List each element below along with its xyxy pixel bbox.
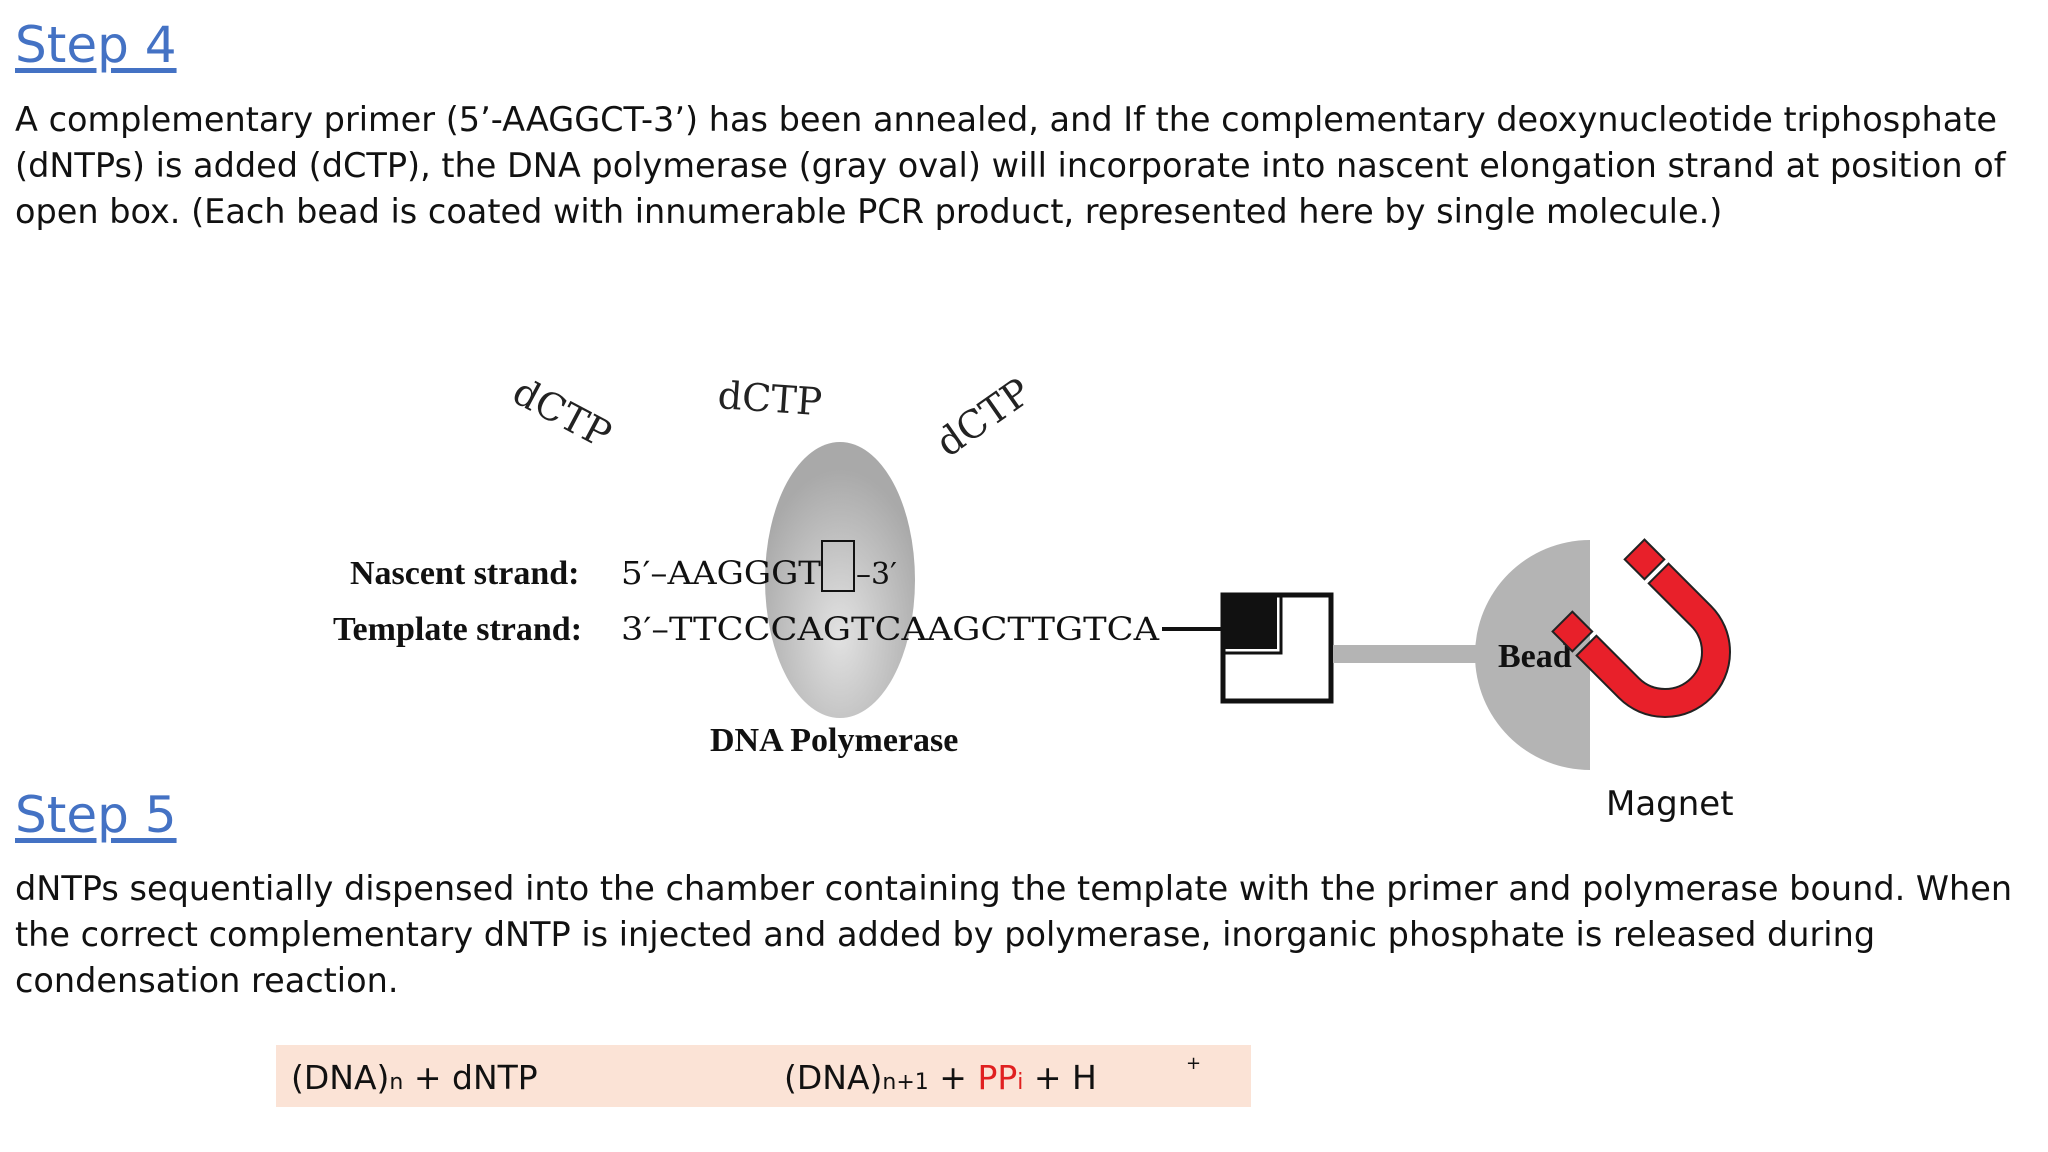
- dctp-label-middle: dCTP: [716, 373, 823, 424]
- nascent-strand-label: Nascent strand:: [350, 555, 579, 592]
- bead-label: Bead: [1498, 638, 1572, 675]
- product-plus: +: [928, 1058, 978, 1097]
- open-box-insertion-site: [821, 540, 855, 592]
- product-subscript: n+1: [882, 1070, 929, 1095]
- reactant-subscript: n: [389, 1070, 404, 1095]
- proton-charge: +: [1186, 1053, 1202, 1074]
- dna-polymerase-oval: [765, 442, 915, 718]
- reactant-dntp: + dNTP: [403, 1058, 538, 1097]
- bead-linker: [1333, 645, 1483, 663]
- attachment-box-filled: [1223, 595, 1277, 649]
- proton-text: + H: [1023, 1058, 1097, 1097]
- nascent-3prime: –3′: [856, 557, 897, 592]
- dctp-label-right: dCTP: [928, 369, 1039, 465]
- step4-description: A complementary primer (5’-AAGGCT-3’) ha…: [15, 100, 2006, 231]
- ppi-text: PP: [977, 1058, 1018, 1097]
- product-dna: (DNA): [784, 1058, 883, 1097]
- dna-polymerase-label: DNA Polymerase: [710, 722, 958, 759]
- magnet-label: Magnet: [1606, 784, 1734, 824]
- magnet-icon: [1551, 538, 1731, 718]
- reactant-text: (DNA)n + dNTP: [291, 1058, 538, 1097]
- attachment-box-inner: [1221, 593, 1283, 655]
- product-text: (DNA)n+1 + PPi + H: [784, 1058, 1097, 1097]
- dctp-label-left: dCTP: [506, 369, 619, 457]
- template-strand-label: Template strand:: [333, 611, 582, 648]
- bead-half-circle: [1475, 540, 1590, 770]
- nascent-sequence: 5′–AAGGGT: [621, 554, 822, 592]
- reaction-equation: (DNA)n + dNTP (DNA)n+1 + PPi + H +: [276, 1045, 1251, 1107]
- reactant-dna: (DNA): [291, 1058, 390, 1097]
- step5-heading: Step 5: [15, 786, 177, 844]
- ppi-subscript: i: [1017, 1070, 1024, 1095]
- template-sequence: 3′–TTCCCAGTCAAGCTTGTCA: [621, 610, 1160, 648]
- step4-heading: Step 4: [15, 16, 177, 74]
- step5-description: dNTPs sequentially dispensed into the ch…: [15, 869, 2013, 1000]
